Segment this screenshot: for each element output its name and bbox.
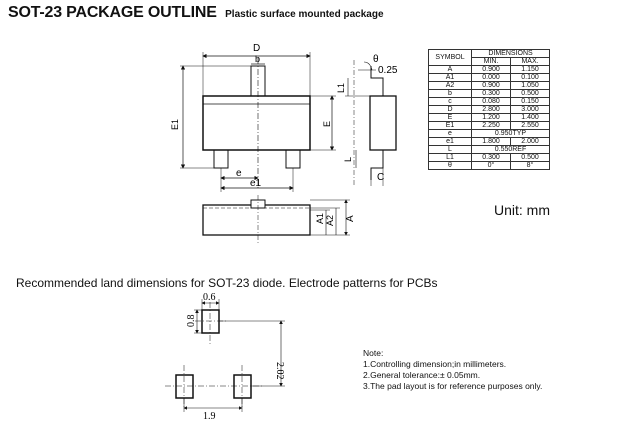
table-header-dimensions: DIMENSIONS <box>471 49 550 58</box>
title-main: SOT-23 PACKAGE OUTLINE <box>8 4 217 21</box>
notes-line-3: 3.The pad layout is for reference purpos… <box>363 381 543 391</box>
label-C: C <box>377 172 384 183</box>
table-cell-max: 0.150 <box>510 97 550 106</box>
title-subtitle: Plastic surface mounted package <box>225 9 384 20</box>
side-view <box>345 60 397 186</box>
page-title: SOT-23 PACKAGE OUTLINE Plastic surface m… <box>8 4 384 22</box>
label-e1: e1 <box>250 178 262 189</box>
table-cell-max: 1.150 <box>510 65 550 74</box>
notes-line-2: 2.General tolerance:± 0.05mm. <box>363 370 481 380</box>
bottom-lead-left <box>213 149 229 169</box>
table-cell-max: 1.400 <box>510 113 550 122</box>
table-cell-max: 2.550 <box>510 121 550 130</box>
pad-bottom-right <box>233 374 252 399</box>
table-cell-max: 0.500 <box>510 89 550 98</box>
land-pattern <box>165 299 285 412</box>
table-cell-symbol: E <box>428 113 472 122</box>
notes-line-1: 1.Controlling dimension;in millimeters. <box>363 359 507 369</box>
table-cell-symbol: θ <box>428 161 472 170</box>
table-cell-min: 0.080 <box>471 97 511 106</box>
table-cell-min: 1.200 <box>471 113 511 122</box>
table-cell-max: 3.000 <box>510 105 550 114</box>
label-D: D <box>253 43 260 54</box>
table-cell-max: 8° <box>510 161 550 170</box>
land-section-title: Recommended land dimensions for SOT-23 d… <box>16 276 438 290</box>
label-b: b <box>255 54 260 64</box>
land-dim-width: 0.6 <box>203 292 216 303</box>
unit-label: Unit: mm <box>494 202 550 218</box>
table-cell-min: 0.000 <box>471 73 511 82</box>
table-cell-min: 2.250 <box>471 121 511 130</box>
label-E1: E1 <box>170 119 180 130</box>
bottom-lead-right <box>285 149 301 169</box>
table-cell-min: 0.300 <box>471 89 511 98</box>
table-cell-min: 0.900 <box>471 81 511 90</box>
table-header-symbol: SYMBOL <box>428 49 472 66</box>
table-cell-symbol: e <box>428 129 472 138</box>
table-cell-symbol: L1 <box>428 153 472 162</box>
pad-bottom-left <box>175 374 194 399</box>
front-body <box>202 204 311 236</box>
land-dim-span: 1.9 <box>203 411 216 422</box>
label-E: E <box>322 121 332 127</box>
label-L: L <box>343 157 353 162</box>
pad-top <box>201 309 220 334</box>
table-cell-max: 0.500 <box>510 153 550 162</box>
table-cell-symbol: A <box>428 65 472 74</box>
table-cell-span: 0.950TYP <box>471 129 550 138</box>
table-cell-max: 0.100 <box>510 73 550 82</box>
notes: Note: 1.Controlling dimension;in millime… <box>363 348 542 392</box>
side-body <box>369 95 397 151</box>
table-cell-max: 2.000 <box>510 137 550 146</box>
table-cell-min: 0° <box>471 161 511 170</box>
table-cell-symbol: L <box>428 145 472 154</box>
front-view <box>202 195 350 245</box>
table-cell-symbol: b <box>428 89 472 98</box>
label-e: e <box>236 168 242 179</box>
top-view <box>180 52 336 192</box>
table-cell-min: 0.300 <box>471 153 511 162</box>
table-cell-symbol: A2 <box>428 81 472 90</box>
table-cell-symbol: E1 <box>428 121 472 130</box>
package-body <box>202 95 311 151</box>
table-cell-symbol: e1 <box>428 137 472 146</box>
table-cell-min: 1.800 <box>471 137 511 146</box>
table-cell-min: 0.900 <box>471 65 511 74</box>
label-A2: A2 <box>325 215 335 226</box>
land-dim-height: 0.8 <box>186 315 197 328</box>
label-A1: A1 <box>315 213 325 224</box>
land-dim-pitch: 2.02 <box>274 362 285 380</box>
label-L1: L1 <box>336 83 346 93</box>
label-A: A <box>345 215 356 222</box>
label-gauge: 0.25 <box>378 65 398 76</box>
table-header-max: MAX. <box>510 57 550 66</box>
label-theta: θ <box>373 54 379 65</box>
notes-heading: Note: <box>363 348 384 358</box>
table-header-min: MIN. <box>471 57 511 66</box>
table-cell-span: 0.550REF <box>471 145 550 154</box>
table-cell-symbol: A1 <box>428 73 472 82</box>
table-cell-max: 1.050 <box>510 81 550 90</box>
table-cell-symbol: D <box>428 105 472 114</box>
table-cell-symbol: c <box>428 97 472 106</box>
table-cell-min: 2.800 <box>471 105 511 114</box>
